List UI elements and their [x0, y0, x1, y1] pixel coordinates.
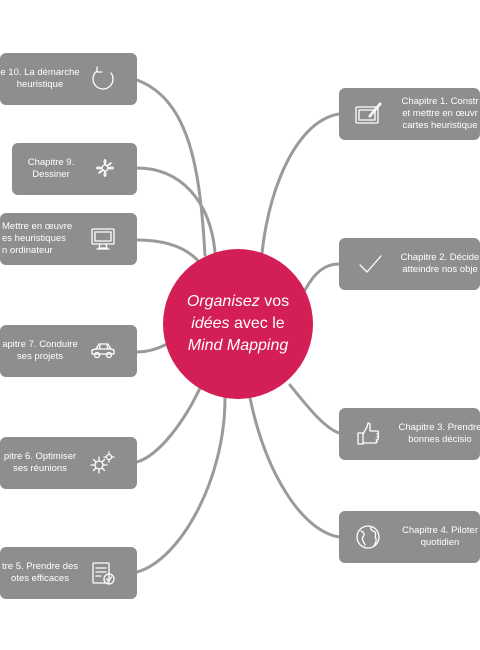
branch-ch4	[248, 396, 341, 539]
center-line2-plain: avec le	[229, 315, 285, 332]
central-topic-text: Organisez vos idées avec le Mind Mapping	[173, 291, 303, 357]
computer-monitor-icon	[88, 224, 118, 254]
notepad-check-icon	[88, 558, 118, 588]
car-icon	[88, 336, 118, 366]
gears-icon	[88, 448, 118, 478]
center-line1-plain: vos	[259, 293, 290, 310]
node-chapter-9-label: Chapitre 9. Dessiner	[27, 157, 75, 180]
branch-ch8	[135, 238, 202, 265]
flower-doodle-icon	[90, 154, 120, 184]
globe-icon	[353, 522, 383, 552]
node-chapter-2-label: Chapitre 2. Décide atteindre nos obje	[400, 252, 480, 275]
node-chapter-2: Chapitre 2. Décide atteindre nos obje	[339, 238, 480, 290]
checkmark-icon	[355, 249, 385, 279]
thumbs-up-icon	[353, 419, 383, 449]
node-chapter-3: Chapitre 3. Prendre bonnes décisio	[339, 408, 480, 460]
node-chapter-6: pitre 6. Optimiser ses réunions	[0, 437, 137, 489]
refresh-arrow-icon	[88, 64, 118, 94]
branch-ch7	[135, 343, 167, 354]
node-chapter-10-label: e 10. La démarche heuristique	[0, 67, 80, 90]
node-chapter-4: Chapitre 4. Piloter quotidien	[339, 511, 480, 563]
branch-ch3	[288, 383, 341, 435]
branch-ch5	[135, 396, 227, 574]
node-chapter-5-label: tre 5. Prendre des otes efficaces	[1, 561, 79, 584]
center-line1-em: Organisez	[186, 293, 260, 310]
drawing-tablet-icon	[353, 99, 383, 129]
node-chapter-1-label: Chapitre 1. Constr et mettre en œuvr car…	[401, 96, 479, 131]
node-chapter-9: Chapitre 9. Dessiner	[12, 143, 137, 195]
node-chapter-7: apitre 7. Conduire ses projets	[0, 325, 137, 377]
node-chapter-10: e 10. La démarche heuristique	[0, 53, 137, 105]
node-chapter-8-label: Mettre en œuvre es heuristiques n ordina…	[2, 221, 73, 256]
branch-ch10	[135, 78, 207, 257]
center-line3-em: Mind Mapping	[187, 337, 289, 354]
central-topic: Organisez vos idées avec le Mind Mapping	[163, 249, 313, 399]
node-chapter-3-label: Chapitre 3. Prendre bonnes décisio	[398, 422, 480, 445]
node-chapter-8: Mettre en œuvre es heuristiques n ordina…	[0, 213, 137, 265]
node-chapter-5: tre 5. Prendre des otes efficaces	[0, 547, 137, 599]
node-chapter-7-label: apitre 7. Conduire ses projets	[2, 339, 78, 362]
branch-ch6	[135, 386, 202, 464]
branch-ch2	[303, 262, 341, 292]
node-chapter-4-label: Chapitre 4. Piloter quotidien	[401, 525, 479, 548]
branch-ch1	[260, 112, 341, 255]
node-chapter-6-label: pitre 6. Optimiser ses réunions	[3, 451, 77, 474]
node-chapter-1: Chapitre 1. Constr et mettre en œuvr car…	[339, 88, 480, 140]
branch-ch9	[135, 166, 217, 254]
center-line2-em: idées	[191, 315, 230, 332]
